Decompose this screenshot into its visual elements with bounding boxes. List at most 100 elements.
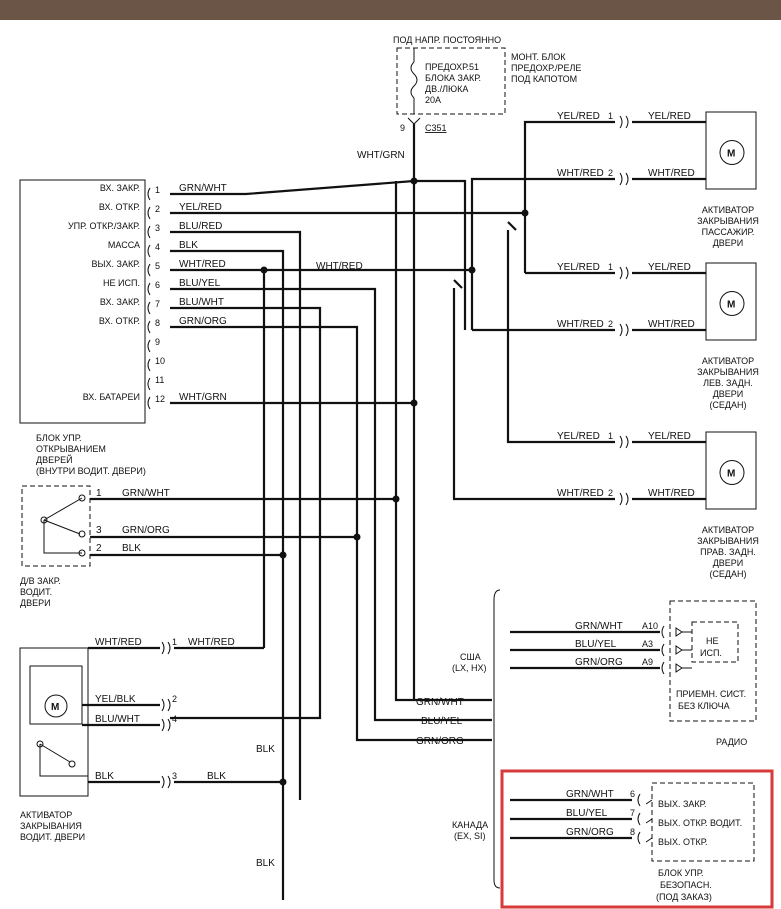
canada-wire-label: BLU/YEL bbox=[566, 808, 608, 819]
cu-pin-number: 7 bbox=[155, 299, 160, 309]
driver-pin-4: 4 bbox=[172, 714, 177, 724]
fuse-icon bbox=[410, 61, 418, 99]
usa-pin-number: A10 bbox=[642, 621, 658, 631]
actuator-wire-label-in: YEL/RED bbox=[557, 111, 600, 122]
canada-connector-icon bbox=[637, 831, 641, 845]
control-unit-caption-2: ОТКРЫВАНИЕМ bbox=[36, 444, 106, 454]
cu-pin-number: 4 bbox=[155, 242, 160, 252]
actuator-caption: АКТИВАТОР bbox=[702, 205, 754, 215]
actuator-wire-label-out: WHT/RED bbox=[648, 488, 695, 499]
motor-letter: M bbox=[727, 300, 735, 311]
switch-pin-1: 1 bbox=[96, 488, 102, 499]
actuator-pin: 1 bbox=[608, 262, 613, 272]
door-switch-outline bbox=[21, 485, 91, 567]
not-used-box bbox=[691, 621, 739, 663]
control-unit-caption-3: ДВЕРЕЙ bbox=[36, 454, 73, 465]
cu-pin-number: 3 bbox=[155, 223, 160, 233]
driver-wire-2-left: YEL/BLK bbox=[95, 694, 136, 705]
driver-motor-icon bbox=[44, 694, 68, 718]
fuse-label-3: ДВ./ЛЮКА bbox=[425, 84, 468, 94]
motor-icon bbox=[719, 460, 745, 485]
actuator-wire-label-out: YEL/RED bbox=[648, 431, 691, 442]
cu-connector-icon bbox=[147, 320, 151, 334]
actuator-wire-label-in: WHT/RED bbox=[557, 488, 604, 499]
cu-pin-label: ВХ. БАТАРЕИ bbox=[83, 392, 140, 402]
driver-wire-3-right: BLK bbox=[207, 771, 226, 782]
driver-wire-3-left: BLK bbox=[95, 771, 114, 782]
control-unit-box bbox=[19, 179, 146, 424]
cu-connector-icon bbox=[147, 187, 151, 201]
cu-pin-label: ВХ. ЗАКР. bbox=[100, 297, 140, 307]
driver-pin-3: 3 bbox=[172, 771, 177, 781]
control-unit-caption-4: (ВНУТРИ ВОДИТ. ДВЕРИ) bbox=[36, 466, 146, 476]
cu-pin-label: ВХ. ОТКР. bbox=[99, 316, 140, 326]
actuator-caption: ПРАВ. ЗАДН. bbox=[700, 547, 756, 557]
control-unit-wiring bbox=[170, 179, 525, 900]
not-used-1: НЕ bbox=[706, 636, 719, 646]
canada-connector-icon bbox=[637, 793, 641, 807]
canada-caption-2: БЕЗОПАСН. bbox=[660, 880, 712, 890]
door-switch-caption-1: Д/В ЗАКР. bbox=[20, 576, 61, 586]
switch-pin-2: 2 bbox=[96, 543, 102, 554]
actuator-caption: ЗАКРЫВАНИЯ bbox=[697, 216, 759, 226]
not-used-2: ИСП. bbox=[700, 648, 722, 658]
driver-actuator-caption-3: ВОДИТ. ДВЕРИ bbox=[20, 832, 85, 842]
canada-highlight-frame bbox=[500, 769, 774, 909]
driver-motor-letter: M bbox=[51, 702, 59, 713]
usa-arrow-icon bbox=[675, 627, 683, 637]
motor-letter: M bbox=[727, 149, 735, 160]
usa-connector-icon bbox=[661, 643, 665, 657]
switch-pin-3: 3 bbox=[96, 525, 102, 536]
usa-keyless-receiver: США (LX, HX) НЕ ИСП. ПРИЕМН. СИСТ. БЕЗ К… bbox=[452, 600, 757, 747]
driver-lock-switch-icon bbox=[39, 743, 71, 763]
cu-wire-label: WHT/RED bbox=[179, 259, 226, 270]
canada-security-unit: КАНАДА (EX, SI) БЛОК УПР. БЕЗОПАСН. (ПОД… bbox=[452, 769, 774, 909]
door-key-switch: Д/В ЗАКР. ВОДИТ. ДВЕРИ 1 GRN/WHT 3 GRN/O… bbox=[20, 485, 400, 608]
canada-connector-icon bbox=[637, 812, 641, 826]
usa-wire-label: GRN/ORG bbox=[575, 657, 623, 668]
security-unit-box bbox=[651, 782, 755, 862]
motor-icon bbox=[719, 291, 745, 316]
cu-pin-number: 10 bbox=[155, 356, 165, 366]
cu-connector-icon bbox=[147, 225, 151, 239]
cu-pin-number: 6 bbox=[155, 280, 160, 290]
canada-pin-label: ВЫХ. ОТКР. bbox=[658, 837, 708, 847]
top-banner bbox=[0, 0, 781, 20]
actuator-pin: 2 bbox=[608, 168, 613, 178]
fuse-block-label-1: МОНТ. БЛОК bbox=[511, 52, 566, 62]
canada-arrow-icon bbox=[645, 818, 653, 824]
usa-arrow-icon bbox=[675, 663, 683, 673]
driver-wire-4-left: BLU/WHT bbox=[95, 714, 140, 725]
usa-connector-icon bbox=[661, 661, 665, 675]
connector-pin: 9 bbox=[400, 123, 405, 133]
control-unit-caption-1: БЛОК УПР. bbox=[36, 433, 82, 443]
actuator-caption: (СЕДАН) bbox=[709, 400, 746, 410]
cu-pin-number: 9 bbox=[155, 337, 160, 347]
pin5-ext-wire-label: WHT/RED bbox=[316, 261, 363, 272]
cu-pin-label: НЕ ИСП. bbox=[103, 278, 140, 288]
cu-connector-icon bbox=[147, 339, 151, 353]
canada-caption-1: БЛОК УПР. bbox=[658, 868, 704, 878]
actuator-box bbox=[705, 431, 757, 510]
cu-wire-label: WHT/GRN bbox=[179, 392, 227, 403]
actuator-wire-label-out: WHT/RED bbox=[648, 319, 695, 330]
driver-pin-1: 1 bbox=[172, 637, 177, 647]
cu-connector-icon bbox=[147, 301, 151, 315]
cu-wire-label: BLK bbox=[179, 240, 198, 251]
canada-pin-label: ВЫХ. ЗАКР. bbox=[658, 799, 706, 809]
actuator-caption: ДВЕРИ bbox=[713, 238, 744, 248]
cu-wire-label: YEL/RED bbox=[179, 202, 222, 213]
fuse-label-4: 20A bbox=[425, 95, 441, 105]
trunk-wire-2: BLU/YEL bbox=[421, 716, 463, 727]
usa-region-1: США bbox=[460, 652, 481, 662]
actuator-pin: 2 bbox=[608, 319, 613, 329]
actuator-box bbox=[705, 111, 757, 190]
connector-name: C351 bbox=[425, 123, 447, 133]
cu-connector-icon bbox=[147, 358, 151, 372]
actuator-caption: АКТИВАТОР bbox=[702, 525, 754, 535]
actuator-box bbox=[705, 262, 757, 341]
cu-connector-icon bbox=[147, 206, 151, 220]
